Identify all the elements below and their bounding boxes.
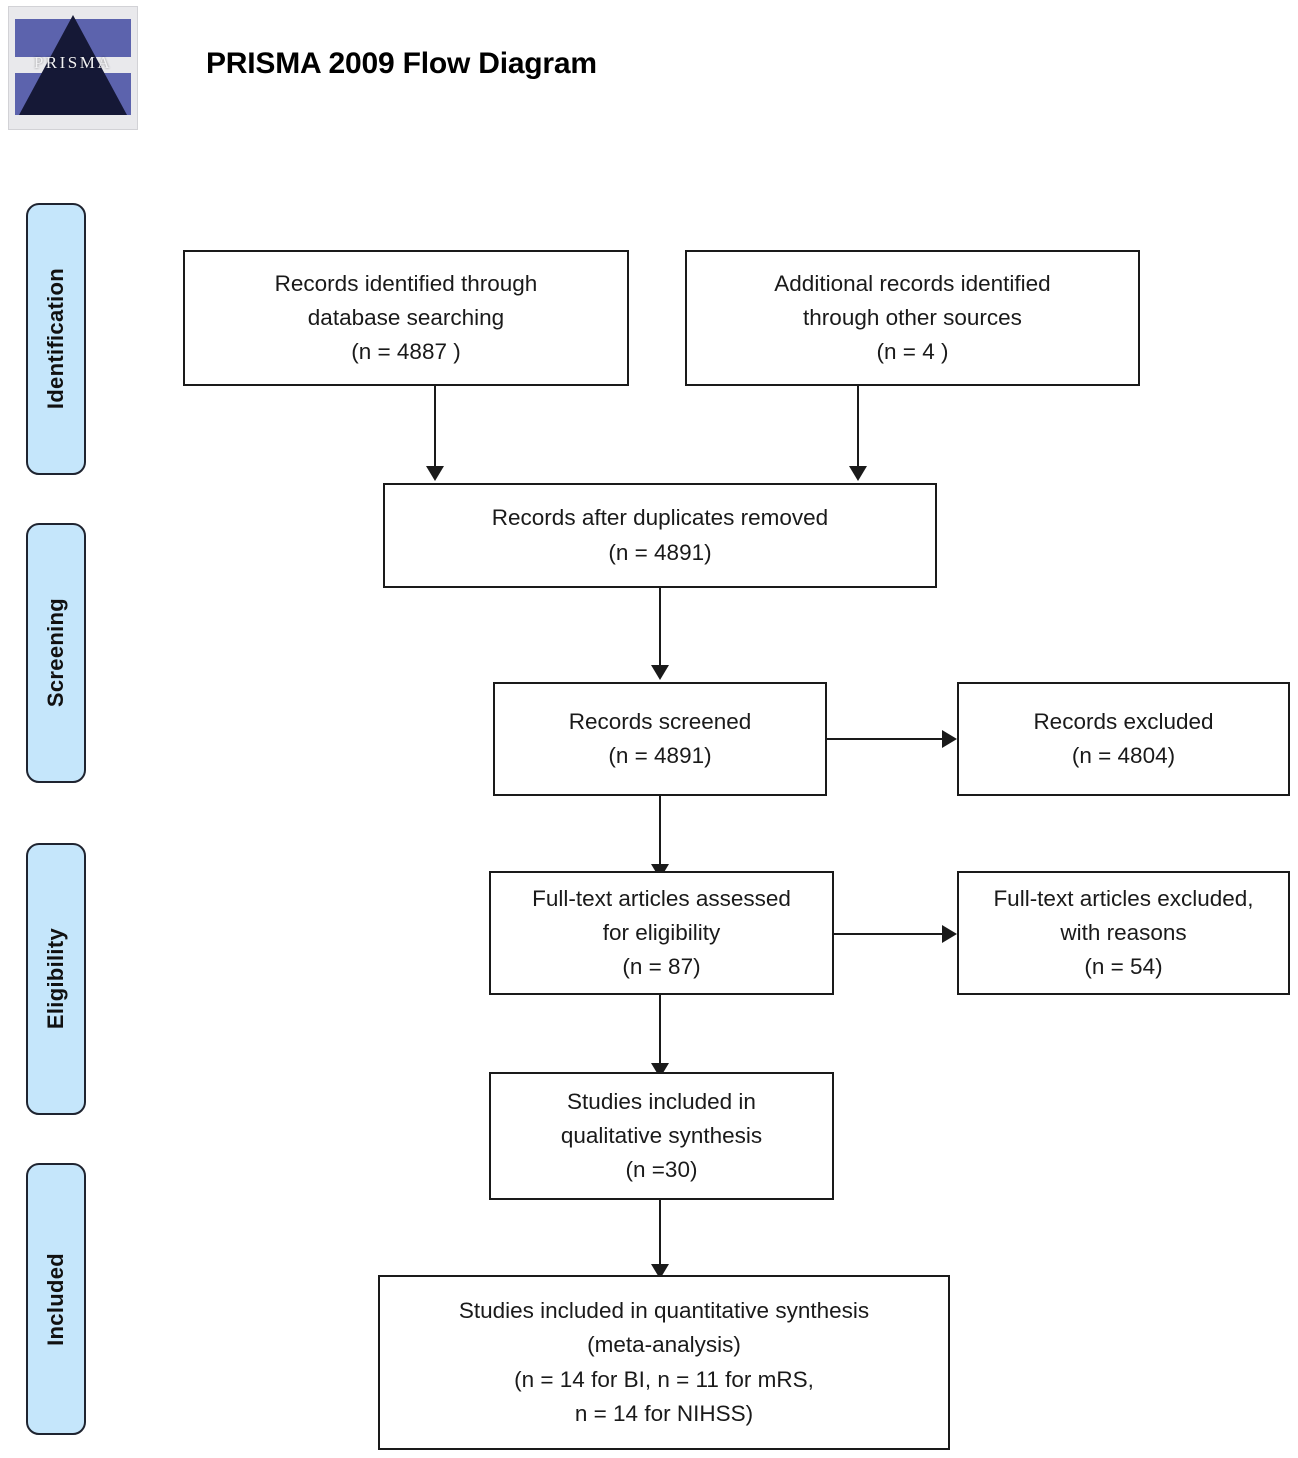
- stage-label-eligibility: Eligibility: [43, 928, 68, 1030]
- box-records-screened: Records screened (n = 4891): [493, 682, 827, 796]
- box-studies-included-quantitative: Studies included in quantitative synthes…: [378, 1275, 950, 1450]
- box-full-text-articles-assessed: Full-text articles assessed for eligibil…: [489, 871, 834, 995]
- arrowhead-screened-to-excluded: [942, 730, 957, 748]
- connector-duplicates-to-screened: [659, 588, 661, 667]
- stage-label-screening: Screening: [43, 598, 68, 708]
- stage-label-identification: Identification: [43, 268, 68, 410]
- stage-identification: Identification: [26, 203, 86, 475]
- prisma-logo-icon: PRISMA: [8, 6, 138, 130]
- box-additional-records-other-sources: Additional records identified through ot…: [685, 250, 1140, 386]
- connector-qualitative-to-quantitative: [659, 1200, 661, 1266]
- box-full-text-articles-excluded: Full-text articles excluded, with reason…: [957, 871, 1290, 995]
- connector-other-to-duplicates: [857, 386, 859, 468]
- stage-eligibility: Eligibility: [26, 843, 86, 1115]
- arrowhead-duplicates-to-screened: [651, 665, 669, 680]
- connector-fulltext-to-excluded: [834, 933, 944, 935]
- arrowhead-db-to-duplicates: [426, 466, 444, 481]
- stage-label-included: Included: [43, 1252, 68, 1346]
- logo-wordmark: PRISMA: [33, 53, 113, 72]
- stage-included: Included: [26, 1163, 86, 1435]
- arrowhead-other-to-duplicates: [849, 466, 867, 481]
- connector-screened-to-excluded: [827, 738, 944, 740]
- connector-screened-to-fulltext: [659, 796, 661, 866]
- page-title: PRISMA 2009 Flow Diagram: [206, 47, 597, 80]
- arrowhead-fulltext-to-excluded: [942, 925, 957, 943]
- box-records-identified-database: Records identified through database sear…: [183, 250, 629, 386]
- box-records-after-duplicates-removed: Records after duplicates removed (n = 48…: [383, 483, 937, 588]
- connector-fulltext-to-qualitative: [659, 995, 661, 1065]
- connector-db-to-duplicates: [434, 386, 436, 468]
- stage-screening: Screening: [26, 523, 86, 783]
- logo-triangle-icon: [19, 15, 127, 115]
- box-records-excluded: Records excluded (n = 4804): [957, 682, 1290, 796]
- box-studies-included-qualitative: Studies included in qualitative synthesi…: [489, 1072, 834, 1200]
